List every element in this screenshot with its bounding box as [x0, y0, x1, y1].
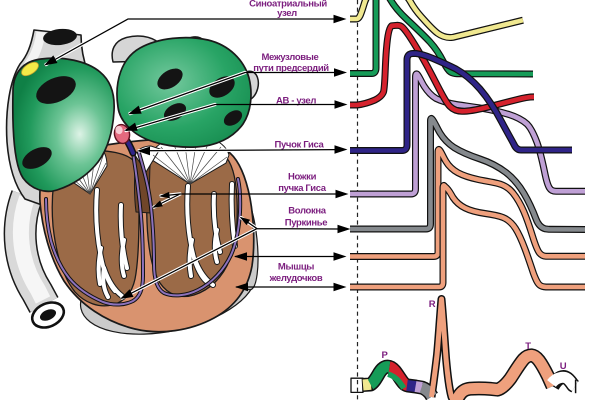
- svg-text:желудочков: желудочков: [269, 273, 323, 284]
- svg-text:U: U: [560, 361, 567, 372]
- svg-text:R: R: [429, 299, 436, 310]
- svg-text:P: P: [382, 350, 389, 361]
- svg-text:Ножки: Ножки: [288, 172, 317, 183]
- svg-text:Мышцы: Мышцы: [278, 262, 314, 273]
- svg-text:пути предсердий: пути предсердий: [253, 63, 329, 74]
- svg-text:Синоатриальный: Синоатриальный: [249, 0, 327, 10]
- svg-text:Пуркинье: Пуркинье: [285, 218, 328, 229]
- svg-text:Межузловые: Межузловые: [261, 52, 318, 63]
- svg-text:пучка Гиса: пучка Гиса: [278, 183, 326, 194]
- svg-text:узел: узел: [277, 8, 297, 19]
- svg-text:АВ - узел: АВ - узел: [276, 95, 316, 106]
- svg-text:Пучок Гиса: Пучок Гиса: [275, 139, 325, 150]
- svg-text:Волокна: Волокна: [288, 206, 327, 217]
- svg-text:T: T: [525, 341, 531, 352]
